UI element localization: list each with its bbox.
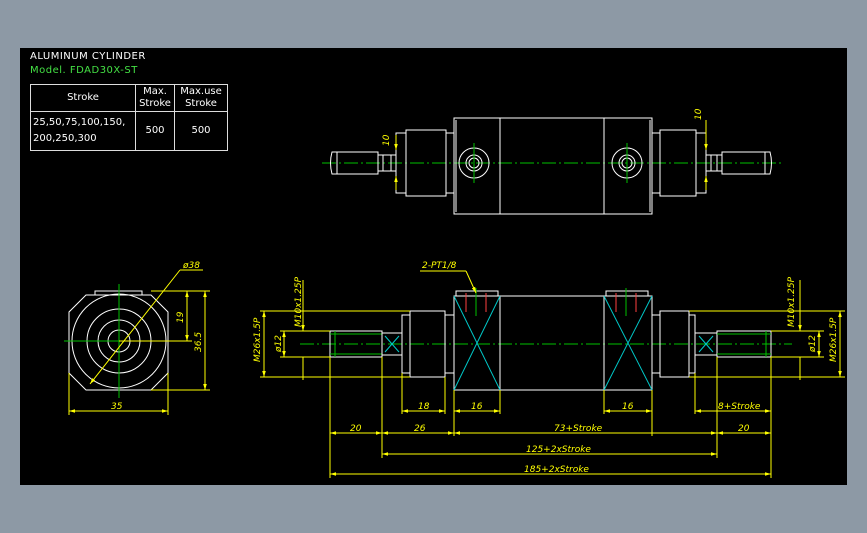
dim-top-left-10: 10 <box>382 134 392 146</box>
side-left-port-boss <box>455 290 499 297</box>
spec-cell-max-stroke: 500 <box>135 111 175 151</box>
side-port-threads <box>465 293 637 312</box>
top-right-rod <box>721 151 772 175</box>
dim-port-right-16: 16 <box>622 402 634 412</box>
dim-rod-thread-left: M10x1.25P <box>294 276 304 327</box>
dim-end-36-5: 36.5 <box>194 332 204 352</box>
dim-port-callout: 2-PT1/8 <box>422 261 457 271</box>
dim-diameter-38: ø38 <box>182 261 200 271</box>
dim-rod-dia-left: ø12 <box>274 335 284 353</box>
dim-body-thread-left: M26x1.5P <box>253 317 263 362</box>
dim-end-35: 35 <box>111 402 123 412</box>
dim-mid-length: 125+2xStroke <box>526 445 591 455</box>
spec-strokes-line1: 25,50,75,100,150, <box>33 117 126 128</box>
side-body <box>453 295 653 391</box>
dim-port-left-16: 16 <box>471 402 483 412</box>
top-view <box>322 117 782 215</box>
spec-header-max-use-line1: Max.use <box>180 86 222 97</box>
drawing-title: ALUMINUM CYLINDER <box>30 51 146 62</box>
dim-body-length: 73+Stroke <box>554 424 603 434</box>
dim-right-stroke: 8+Stroke <box>718 402 761 412</box>
spec-header-max-stroke: Max. Stroke <box>135 84 175 112</box>
side-view-dims <box>260 270 845 478</box>
dim-left-26: 26 <box>414 424 426 434</box>
spec-header-max-stroke-line1: Max. <box>143 86 167 97</box>
spec-cell-strokes: 25,50,75,100,150, 200,250,300 <box>30 111 136 151</box>
side-port-sections <box>384 295 714 391</box>
spec-strokes-line2: 200,250,300 <box>33 133 97 144</box>
spec-cell-max-use-stroke: 500 <box>174 111 228 151</box>
side-right-port-boss <box>605 290 649 297</box>
dim-rod-right-20: 20 <box>738 424 750 434</box>
dim-cap-18: 18 <box>418 402 430 412</box>
end-view-dims <box>68 269 210 415</box>
model-label: Model. FDAD30X-ST <box>30 65 138 76</box>
top-body <box>453 117 653 215</box>
spec-row: 25,50,75,100,150, 200,250,300 500 500 <box>30 111 228 151</box>
spec-header-max-stroke-line2: Stroke <box>139 98 171 109</box>
dim-rod-dia-right: ø12 <box>808 335 818 353</box>
dim-end-19: 19 <box>176 311 186 323</box>
spec-header-max-use-stroke: Max.use Stroke <box>174 84 228 112</box>
dim-rod-thread-right: M10x1.25P <box>787 276 797 327</box>
side-view <box>300 290 792 391</box>
spec-table: Stroke Max. Stroke Max.use Stroke 25,50,… <box>30 84 228 151</box>
spec-header-max-use-line2: Stroke <box>185 98 217 109</box>
spec-header-row: Stroke Max. Stroke Max.use Stroke <box>30 84 228 112</box>
top-view-dims <box>394 120 708 190</box>
side-right-rod <box>716 330 772 358</box>
dim-total-length: 185+2xStroke <box>524 465 589 475</box>
dim-top-right-10: 10 <box>694 108 704 120</box>
dim-rod-left-20: 20 <box>350 424 362 434</box>
top-left-rod <box>330 151 379 175</box>
top-port-centers <box>473 143 628 183</box>
dim-body-thread-right: M26x1.5P <box>829 317 839 362</box>
